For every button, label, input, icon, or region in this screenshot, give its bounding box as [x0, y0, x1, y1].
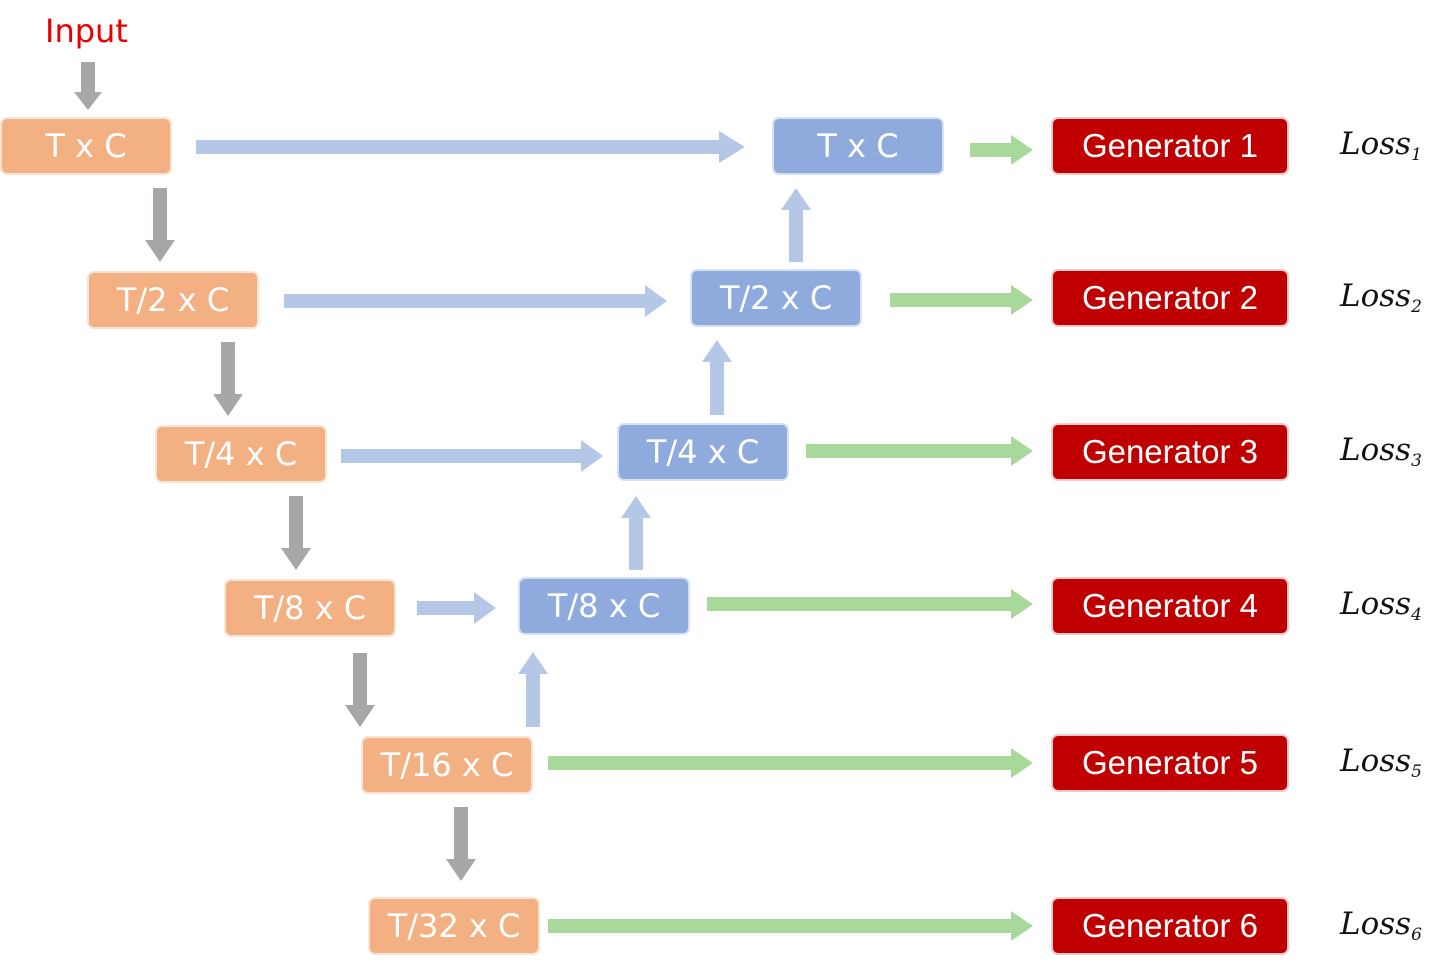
decoder-box-3: T/4 x C [617, 423, 789, 481]
down-arrow-1 [145, 188, 175, 262]
output-arrow-3 [806, 436, 1033, 466]
down-arrow-5 [446, 807, 476, 881]
encoder-box-1: T x C [0, 117, 172, 175]
output-arrow-1 [970, 135, 1033, 165]
up-arrow-3 [702, 340, 732, 415]
decoder-box-4: T/8 x C [518, 577, 690, 635]
decoder-box-1: T x C [772, 117, 944, 175]
down-arrow-3 [281, 496, 311, 570]
generator-box-3: Generator 3 [1051, 423, 1289, 481]
skip-arrow-1 [196, 131, 745, 163]
up-arrow-2 [621, 496, 651, 570]
loss-label-6: Loss6 [1340, 906, 1422, 945]
loss-label-5: Loss5 [1340, 743, 1422, 782]
generator-box-5: Generator 5 [1051, 734, 1289, 792]
encoder-box-6: T/32 x C [368, 897, 540, 955]
up-arrow-1 [518, 652, 548, 727]
loss-label-4: Loss4 [1340, 586, 1422, 625]
loss-label-2: Loss2 [1340, 278, 1422, 317]
decoder-box-2: T/2 x C [690, 269, 862, 327]
encoder-box-3: T/4 x C [155, 425, 327, 483]
output-arrow-4 [707, 589, 1033, 619]
down-arrow-2 [213, 342, 243, 416]
skip-arrow-2 [284, 285, 667, 317]
skip-arrow-4 [417, 592, 496, 624]
generator-box-2: Generator 2 [1051, 269, 1289, 327]
skip-arrow-3 [341, 440, 603, 472]
generator-box-1: Generator 1 [1051, 117, 1289, 175]
loss-label-1: Loss1 [1340, 126, 1422, 165]
output-arrow-2 [890, 285, 1033, 315]
input-arrow [74, 62, 102, 110]
output-arrow-6 [548, 911, 1033, 941]
encoder-box-5: T/16 x C [361, 736, 533, 794]
encoder-box-2: T/2 x C [87, 271, 259, 329]
down-arrow-4 [345, 653, 375, 727]
encoder-box-4: T/8 x C [224, 579, 396, 637]
generator-box-6: Generator 6 [1051, 897, 1289, 955]
loss-label-3: Loss3 [1340, 432, 1422, 471]
up-arrow-4 [781, 188, 811, 262]
output-arrow-5 [548, 748, 1033, 778]
input-label: Input [45, 12, 128, 50]
generator-box-4: Generator 4 [1051, 577, 1289, 635]
